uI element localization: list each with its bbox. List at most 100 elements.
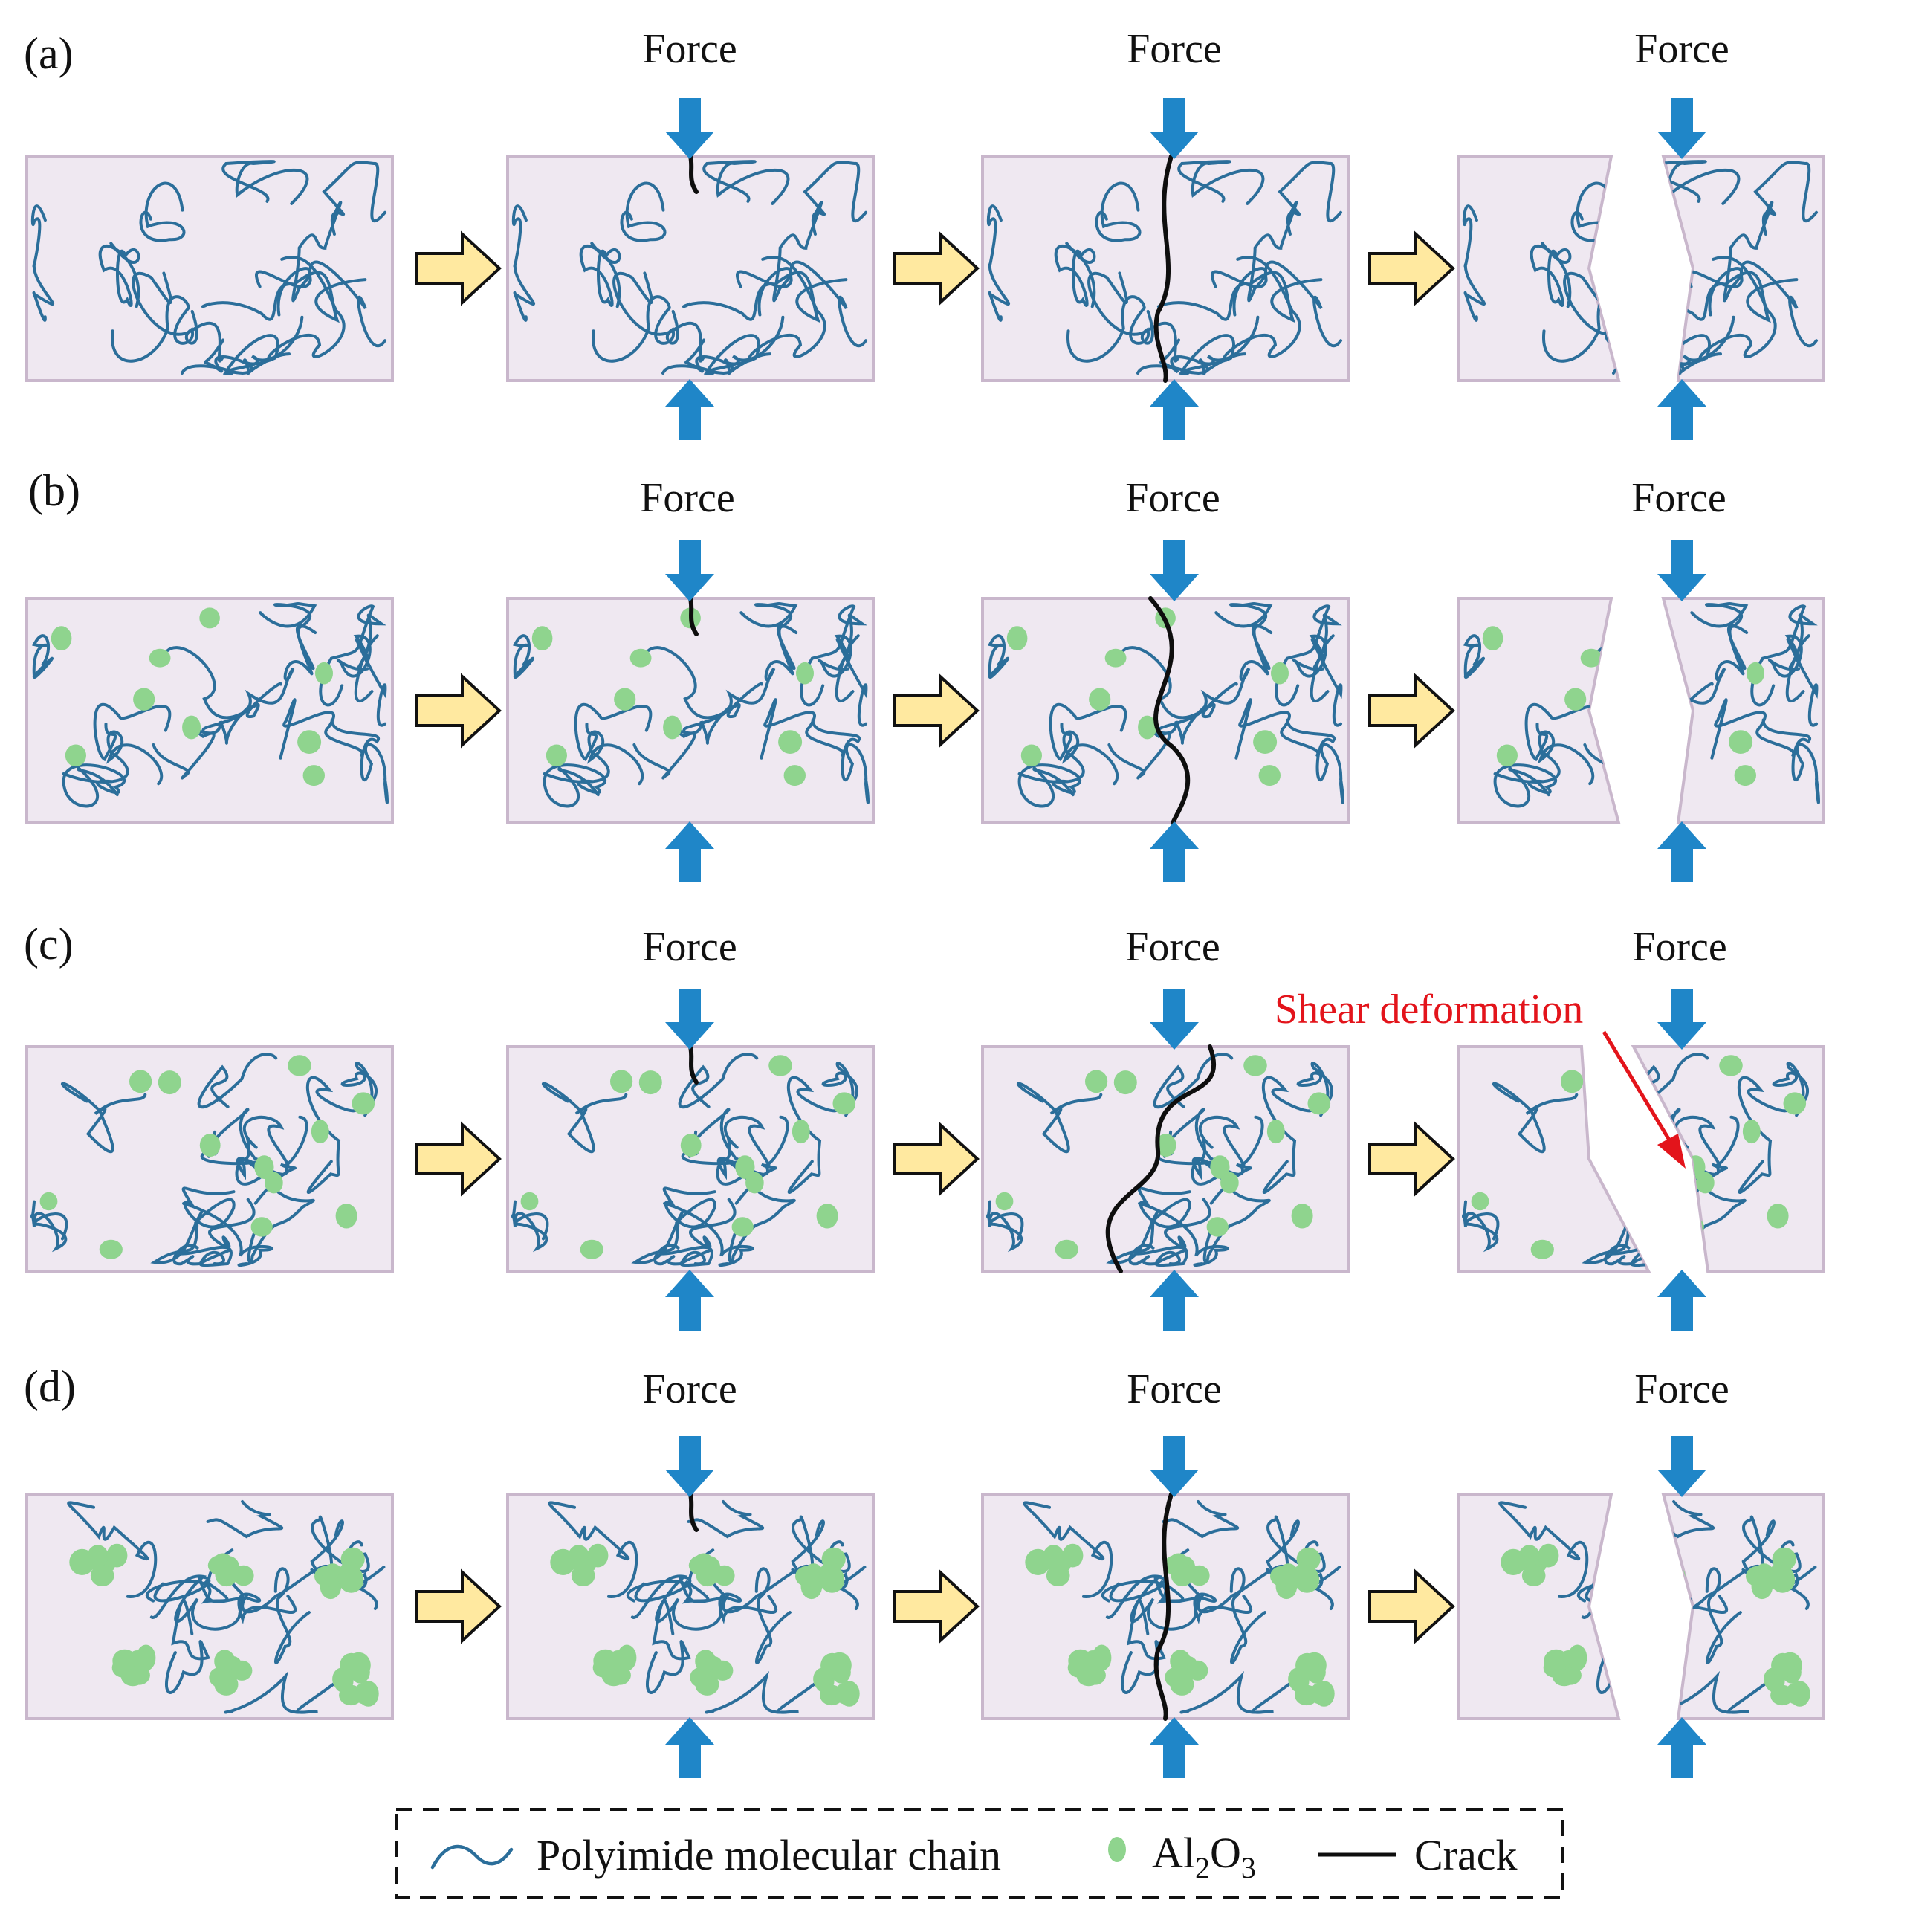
al2o3-particle: [1696, 1172, 1715, 1194]
polyimide-chain: [1690, 602, 1749, 671]
force-arrow-up: [665, 1270, 714, 1331]
panel-content: [32, 602, 389, 808]
al2o3-particle: [1771, 1652, 1795, 1679]
al2o3-particle: [638, 1070, 662, 1095]
crack-propagation: [1105, 1044, 1217, 1273]
al2o3-particle: [1785, 1682, 1805, 1705]
polyimide-chain: [1115, 646, 1238, 720]
al2o3-particle: [199, 1134, 221, 1157]
polyimide-chain: [330, 718, 389, 804]
polyimide-chain: [659, 1198, 737, 1267]
al2o3-particle: [1767, 1204, 1789, 1229]
process-arrow: [893, 230, 980, 306]
force-arrow-down: [1150, 1436, 1199, 1497]
al2o3-particle: [1580, 648, 1602, 668]
polyimide-chain: [988, 634, 1009, 679]
al2o3-particle: [1561, 1070, 1584, 1093]
shear-pointer-head: [1657, 1134, 1686, 1169]
polyimide-chain: [620, 181, 667, 242]
al2o3-particle: [1067, 1658, 1090, 1678]
polyimide-chain: [1179, 1670, 1295, 1714]
al2o3-particle: [1482, 626, 1503, 650]
polyimide-chain: [1310, 638, 1343, 727]
polyimide-chain: [1761, 718, 1820, 804]
polyimide-chain: [221, 160, 309, 205]
polyimide-chain: [687, 1500, 765, 1539]
force-arrow-up: [1150, 1270, 1199, 1331]
process-arrow: [415, 230, 502, 306]
al2o3-particle: [129, 1070, 152, 1093]
panel-content: [511, 160, 867, 375]
force-arrow-up: [1657, 1717, 1706, 1778]
polyimide-chain: [340, 1062, 378, 1117]
row-label-a: (a): [24, 29, 74, 78]
al2o3-particle: [745, 1172, 764, 1194]
al2o3-particle: [1266, 1120, 1285, 1144]
polyimide-chain: [1498, 1501, 1589, 1598]
force-arrow-down: [1150, 540, 1199, 601]
al2o3-particle: [1783, 1092, 1807, 1115]
polyimide-chain: [592, 295, 679, 363]
force-arrow-down: [1657, 98, 1706, 159]
al2o3-particle: [688, 1555, 714, 1576]
polyimide-chain: [1753, 161, 1818, 236]
panel-half-left: [1457, 1493, 1621, 1720]
polyimide-chain: [1234, 698, 1320, 760]
composite-panel: [506, 1045, 875, 1273]
legend-crack-label: Crack: [1414, 1831, 1518, 1879]
force-arrow-up: [1150, 821, 1199, 882]
polyimide-chain: [273, 1567, 311, 1664]
polyimide-chain: [579, 242, 621, 308]
al2o3-particle: [354, 1682, 375, 1705]
al2o3-particle: [531, 626, 553, 650]
al2o3-particle: [1663, 1660, 1684, 1681]
al2o3-particle: [1747, 662, 1764, 685]
al2o3-particle: [90, 1565, 114, 1587]
al2o3-particle: [1165, 1667, 1187, 1687]
polyimide-chain: [1462, 204, 1486, 322]
al2o3-particle: [712, 1660, 734, 1681]
al2o3-particle: [1742, 1120, 1761, 1144]
polyimide-chain: [224, 1670, 339, 1714]
polyimide-chain: [159, 646, 282, 720]
force-arrow-up: [1657, 379, 1706, 440]
crack-initiation: [688, 1044, 699, 1085]
polyimide-chain: [1530, 242, 1572, 308]
al2o3-particle: [1210, 1155, 1230, 1179]
al2o3-particle: [335, 1204, 357, 1229]
force-arrow-up: [1150, 379, 1199, 440]
polyimide-chain: [548, 1501, 638, 1598]
polyimide-chain: [1054, 242, 1096, 308]
legend-box: [395, 1808, 1564, 1899]
process-arrow: [415, 673, 502, 749]
polyimide-chain: [986, 204, 1010, 322]
al2o3-particle: [768, 1055, 792, 1076]
crack-propagation: [1153, 1492, 1174, 1721]
al2o3-particle: [592, 1658, 615, 1678]
al2o3-particle: [1613, 715, 1633, 740]
al2o3-particle: [1089, 688, 1111, 711]
diagram-body: [25, 98, 1825, 1778]
polyimide-chain: [511, 1200, 549, 1253]
al2o3-particle: [1025, 1548, 1051, 1575]
process-arrow: [415, 1568, 502, 1644]
composite-panel: [25, 155, 394, 382]
al2o3-particle: [832, 1092, 856, 1115]
al2o3-particle: [1496, 744, 1518, 767]
polyimide-chain: [632, 704, 733, 780]
al2o3-particle: [835, 1682, 855, 1705]
polyimide-chain: [1107, 704, 1208, 780]
al2o3-particle: [1062, 1543, 1084, 1568]
al2o3-particle: [1471, 1192, 1489, 1211]
crack-initiation: [688, 154, 699, 194]
polyimide-chain: [720, 1136, 796, 1264]
al2o3-particle: [1278, 1563, 1299, 1588]
polyimide-chain: [204, 315, 304, 375]
al2o3-particle: [1645, 1650, 1667, 1673]
force-label: Force: [640, 475, 735, 521]
polyimide-chain: [98, 242, 140, 308]
polyimide-chain: [640, 646, 763, 720]
polyimide-chain: [319, 604, 386, 707]
shear-deformation-label: Shear deformation: [1275, 986, 1583, 1033]
polyimide-chain: [702, 160, 790, 205]
